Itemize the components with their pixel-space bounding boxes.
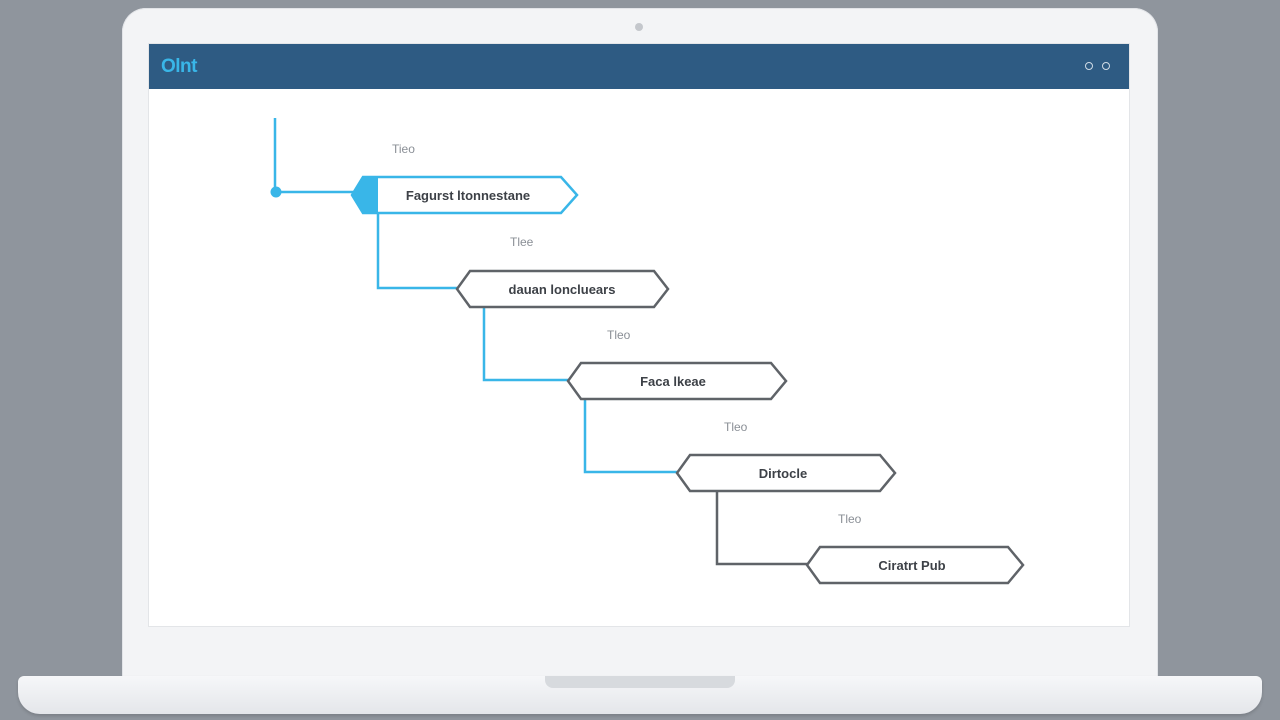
webcam-dot <box>635 23 643 31</box>
edge-1-2 <box>376 212 459 290</box>
flow-node-2[interactable]: dauan loncluears <box>455 269 670 309</box>
edge-4-5 <box>715 491 809 566</box>
app-logo: Olnt <box>161 56 198 77</box>
window-control-1-icon[interactable] <box>1085 62 1093 70</box>
node-3-label: Faca lkeae <box>640 374 706 389</box>
app-window: Olnt Tieo Tlee Tleo Tleo Tleo <box>148 43 1130 627</box>
node-2-label: dauan loncluears <box>509 282 616 297</box>
app-header: Olnt <box>149 44 1129 89</box>
flow-node-1[interactable]: Fagurst ltonnestane <box>350 175 579 215</box>
edge-label-4: Tleo <box>724 420 748 434</box>
flow-edges <box>270 118 809 566</box>
node-1-active-marker <box>352 177 378 213</box>
flow-node-5[interactable]: Ciratrt Pub <box>805 545 1025 585</box>
start-point-icon <box>270 186 282 198</box>
edge-2-3 <box>482 308 570 382</box>
edge-3-4 <box>583 399 679 474</box>
edge-label-5: Tleo <box>838 512 862 526</box>
flow-node-3[interactable]: Faca lkeae <box>566 361 788 401</box>
flowchart-canvas: Tieo Tlee Tleo Tleo Tleo Fagurst ltonnes… <box>270 118 1025 585</box>
edge-label-3: Tleo <box>607 328 631 342</box>
window-control-2-icon[interactable] <box>1102 62 1110 70</box>
node-4-label: Dirtocle <box>759 466 807 481</box>
edge-start <box>273 118 356 194</box>
laptop-base-notch <box>545 676 735 688</box>
edge-label-1: Tieo <box>392 142 415 156</box>
flow-node-4[interactable]: Dirtocle <box>675 453 897 493</box>
edge-label-2: Tlee <box>510 235 534 249</box>
node-1-label: Fagurst ltonnestane <box>406 188 530 203</box>
node-5-label: Ciratrt Pub <box>878 558 945 573</box>
